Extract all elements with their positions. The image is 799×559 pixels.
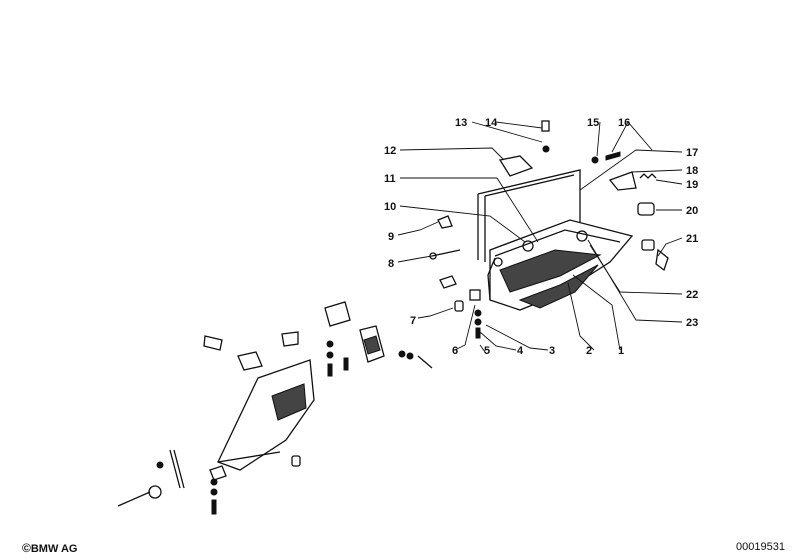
callout-2: 2: [586, 345, 592, 357]
callout-9: 9: [388, 231, 394, 243]
callout-19: 19: [686, 179, 698, 191]
callout-22: 22: [686, 289, 698, 301]
callout-14: 14: [485, 117, 498, 129]
callout-6: 6: [452, 345, 458, 357]
callout-16: 16: [618, 117, 630, 129]
callout-4: 4: [517, 345, 524, 357]
callout-11: 11: [384, 173, 396, 185]
callout-1: 1: [618, 345, 624, 357]
lower-tray-assembly: [117, 301, 433, 515]
callout-10: 10: [384, 201, 396, 213]
callout-20: 20: [686, 205, 698, 217]
copyright-notice: ©BMW AG: [22, 541, 77, 555]
callout-12: 12: [384, 145, 396, 157]
callout-23: 23: [686, 317, 698, 329]
glove-box-assembly: [477, 169, 634, 311]
copyright-symbol: ©: [22, 541, 31, 555]
callout-17: 17: [686, 147, 698, 159]
callout-13: 13: [455, 117, 467, 129]
callout-labels: 1 2 3 4 5 6 7 8 9 10 11 12 13 14 15 16 1…: [384, 117, 698, 357]
callout-5: 5: [484, 345, 490, 357]
callout-7: 7: [410, 315, 416, 327]
image-number: 00019531: [736, 541, 785, 553]
callout-3: 3: [549, 345, 555, 357]
callout-18: 18: [686, 165, 698, 177]
leader-lines: [397, 121, 683, 353]
callout-15: 15: [587, 117, 599, 129]
copyright-text: BMW AG: [30, 543, 78, 555]
callout-21: 21: [686, 233, 698, 245]
small-parts-right: [429, 120, 669, 339]
callout-8: 8: [388, 258, 394, 270]
